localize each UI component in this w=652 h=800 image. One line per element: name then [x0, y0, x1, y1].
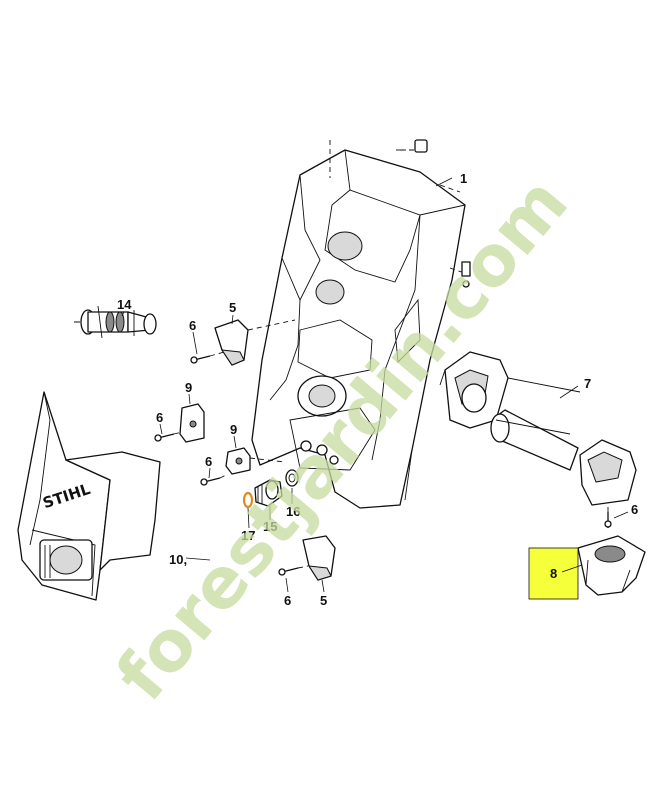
screw-icon: [396, 139, 471, 288]
nut-block-part-9-lower: [225, 447, 251, 475]
callout-9-lower: 9: [230, 422, 237, 437]
callout-16: 16: [286, 504, 300, 519]
leader-lines: [121, 177, 629, 593]
callout-6-d: 6: [284, 593, 291, 608]
washer-part-16: [285, 469, 299, 487]
screw-part-6-b: [154, 431, 183, 442]
callout-8: 8: [550, 566, 557, 581]
callout-1: 1: [460, 171, 467, 186]
callout-15: 15: [263, 519, 277, 534]
callout-6-b: 6: [156, 410, 163, 425]
o-ring-part-17: [242, 491, 254, 509]
callout-6-e: 6: [631, 502, 638, 517]
screw-part-6-d: [278, 565, 309, 576]
callout-7: 7: [584, 376, 591, 391]
housing-part-1: [251, 149, 466, 509]
connector-part-15: [254, 479, 283, 507]
bracket-part-5-lower: [302, 535, 336, 581]
callout-10: 10,: [169, 552, 187, 567]
callout-6-a: 6: [189, 318, 196, 333]
callout-5-lower: 5: [320, 593, 327, 608]
handle-part-7: [439, 351, 637, 506]
callout-6-c: 6: [205, 454, 212, 469]
callout-17: 17: [241, 528, 255, 543]
front-cover-part-10: STIHL: [17, 391, 161, 601]
bracket-part-5-upper: [214, 319, 249, 366]
highlight-box: [528, 547, 579, 600]
callout-14: 14: [117, 297, 132, 312]
callout-5-upper: 5: [229, 300, 236, 315]
nut-block-part-9-upper: [179, 403, 205, 443]
cap-part-8: [577, 535, 646, 596]
coupling-part-14: [74, 305, 157, 339]
screw-part-6-c: [200, 473, 229, 486]
screw-part-6-a: [190, 351, 225, 364]
callout-9-upper: 9: [185, 380, 192, 395]
